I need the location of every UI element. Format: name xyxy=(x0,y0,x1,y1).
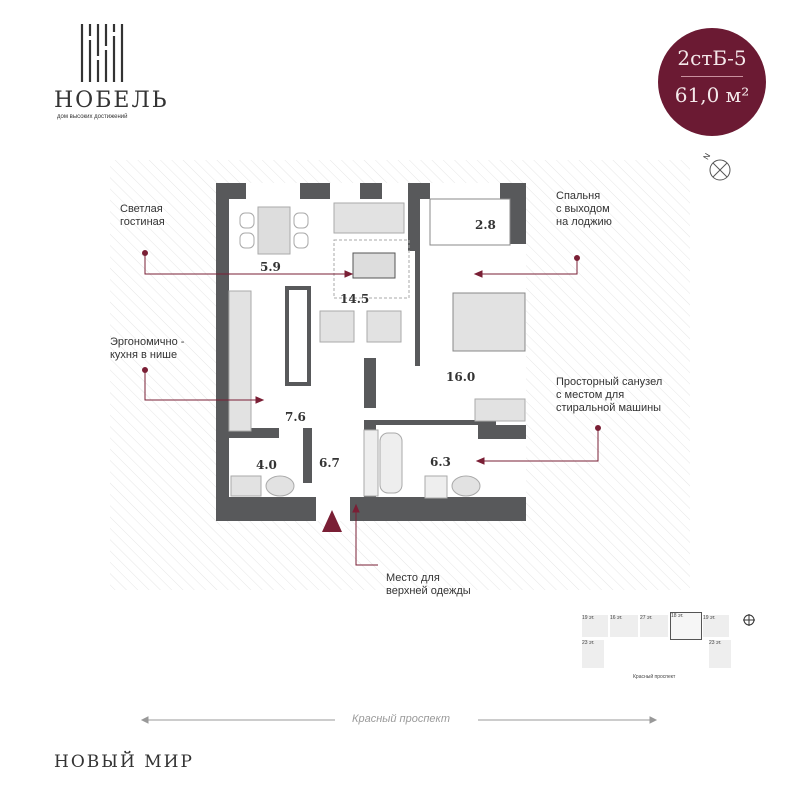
keyplan-section: 23 эт. xyxy=(582,640,604,668)
key-plan: 19 эт. 16 эт. 27 эт. 18 эт. 19 эт. 23 эт… xyxy=(578,612,743,682)
project-name: НОВЫЙ МИР xyxy=(54,752,194,772)
entrance-arrow-icon xyxy=(322,510,342,532)
keyplan-section: 19 эт. xyxy=(582,615,608,637)
brand-name: НОБЕЛЬ xyxy=(54,88,169,113)
note-kitchen: Эргономично -кухня в нише xyxy=(110,336,185,361)
room-area-label: 5.9 xyxy=(260,260,281,274)
keyplan-section-current: 18 эт. xyxy=(670,612,702,640)
compass-icon xyxy=(709,159,731,181)
room-area-label: 6.7 xyxy=(319,456,340,470)
logo-icon xyxy=(80,24,124,82)
keyplan-section: 23 эт. xyxy=(709,640,731,668)
keyplan-compass-icon xyxy=(743,614,755,626)
walls xyxy=(216,183,526,521)
room-area-label: 4.0 xyxy=(256,458,277,472)
room-area-label: 14.5 xyxy=(340,292,369,306)
keyplan-section: 16 эт. xyxy=(610,615,638,637)
room-area-label: 7.6 xyxy=(285,410,306,424)
apartment-badge: 2стБ-5 61,0 м² xyxy=(658,28,766,136)
apartment-type: 2стБ-5 xyxy=(677,46,747,70)
brand-tagline: дом высоких достижений xyxy=(57,114,128,120)
room-area-label: 16.0 xyxy=(446,370,475,384)
room-areas: 5.9 14.5 2.8 16.0 7.6 6.7 4.0 6.3 xyxy=(256,218,496,472)
keyplan-street: Красный проспект xyxy=(633,674,676,680)
keyplan-section: 27 эт. xyxy=(640,615,668,637)
street-arrow xyxy=(140,716,658,724)
street-label: Красный проспект xyxy=(352,713,450,725)
callout-lines xyxy=(142,250,601,566)
room-area-label: 2.8 xyxy=(475,218,496,232)
furniture xyxy=(228,198,526,499)
room-area-label: 6.3 xyxy=(430,455,451,469)
apartment-area: 61,0 м² xyxy=(674,83,750,107)
badge-divider xyxy=(681,76,743,77)
keyplan-section: 19 эт. xyxy=(703,615,729,637)
